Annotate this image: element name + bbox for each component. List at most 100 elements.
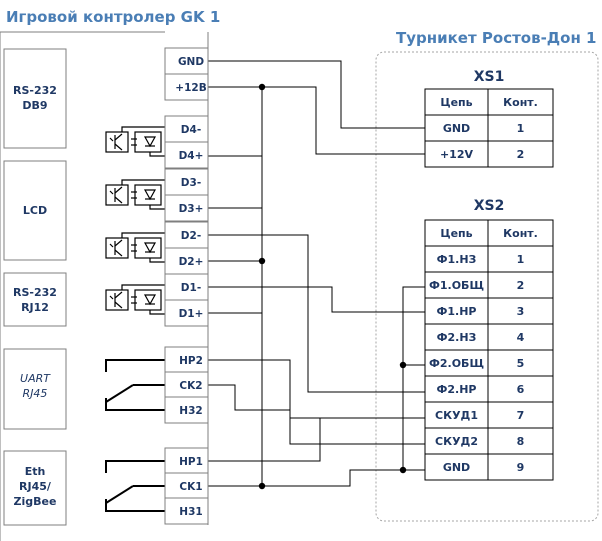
turnstile-frame — [375, 51, 599, 522]
cell-contact: 2 — [517, 148, 525, 161]
pin-ck2: CK2 — [164, 371, 209, 399]
pin-label: CK1 — [179, 481, 202, 493]
module-label: RJ45/ — [19, 480, 52, 493]
optocoupler-icon — [105, 126, 165, 157]
pin-label: D1- — [181, 282, 201, 294]
table-header: Цепь Конт. — [424, 219, 554, 247]
module-label: RS-232 — [13, 286, 57, 299]
pin-column: GND +12B D4- D4+ D3- D3+ D2- D2+ D1- D1+ HP2CK2H32… — [164, 47, 209, 525]
module-label: RS-232 — [13, 84, 57, 97]
xs1-title: XS1 — [474, 69, 505, 85]
cell-circuit: СКУД1 — [435, 409, 478, 422]
table-row: Ф1.ОБЩ 2 — [424, 271, 554, 299]
cell-circuit: Ф1.НЗ — [437, 253, 477, 266]
cell-circuit: Ф2.НР — [436, 383, 476, 396]
table-header: Цепь Конт. — [424, 88, 554, 116]
module-rs232-rj12: RS-232 RJ12 — [3, 272, 67, 327]
cell-contact: Конт. — [503, 227, 538, 240]
cell-contact: 1 — [517, 253, 525, 266]
controller-title: Игровой контролер GK 1 — [6, 8, 220, 26]
table-row: +12V 2 — [424, 140, 554, 168]
xs1-table: Цепь Конт. GND 1 +12V 2 — [424, 88, 554, 168]
cell-circuit: Цепь — [440, 96, 472, 109]
pin-label: D2+ — [179, 256, 204, 268]
pin-d2: D2- — [164, 221, 209, 249]
pin-label: H32 — [179, 405, 202, 417]
cell-circuit: Ф2.ОБЩ — [429, 357, 484, 370]
table-row: СКУД1 7 — [424, 401, 554, 429]
table-row: Ф2.НЗ 4 — [424, 323, 554, 351]
xs2-title: XS2 — [474, 198, 505, 214]
module-label: RJ45 — [23, 387, 48, 400]
table-row: СКУД2 8 — [424, 427, 554, 455]
controller-frame — [0, 31, 165, 541]
pin-d1: D1+ — [164, 299, 209, 327]
pin-ck1: CK1 — [164, 472, 209, 500]
pin-d3: D3+ — [164, 194, 209, 222]
table-row: Ф1.НР 3 — [424, 297, 554, 325]
relay-switch-2 — [105, 359, 165, 411]
cell-circuit: Ф1.ОБЩ — [429, 279, 484, 292]
module-lcd: LCD — [3, 160, 67, 261]
cell-circuit: GND — [443, 122, 470, 135]
cell-contact: 1 — [517, 122, 525, 135]
module-eth-zigbee: Eth RJ45/ ZigBee — [3, 450, 67, 526]
pin-label: D3+ — [179, 203, 204, 215]
optocoupler-icon — [105, 284, 165, 315]
cell-circuit: GND — [443, 461, 470, 474]
cell-contact: 4 — [517, 331, 525, 344]
cell-circuit: Ф1.НР — [436, 305, 476, 318]
cell-contact: 9 — [517, 461, 525, 474]
module-uart-rj45: UART RJ45 — [3, 348, 67, 430]
wires — [208, 60, 425, 487]
pin-d4: D4- — [164, 115, 209, 143]
cell-contact: Конт. — [503, 96, 538, 109]
pin-h32: H32 — [164, 396, 209, 424]
module-label: Eth — [25, 465, 46, 478]
table-row: GND 1 — [424, 114, 554, 142]
pin-label: HP1 — [179, 456, 203, 468]
pin-hp2: HP2 — [164, 346, 209, 374]
pin-d4: D4+ — [164, 141, 209, 169]
pin-12b: +12B — [164, 73, 209, 101]
module-label: LCD — [23, 204, 47, 217]
pin-label: D3- — [181, 177, 201, 189]
cell-contact: 5 — [517, 357, 525, 370]
pin-label: D1+ — [179, 308, 204, 320]
cell-circuit: Ф2.НЗ — [437, 331, 477, 344]
optocoupler-icon — [105, 179, 165, 210]
cell-circuit: СКУД2 — [435, 435, 478, 448]
module-label: UART — [20, 372, 51, 385]
cell-contact: 2 — [517, 279, 525, 292]
optocoupler-icon — [105, 232, 165, 263]
cell-circuit: Цепь — [440, 227, 472, 240]
cell-circuit: +12V — [440, 148, 474, 161]
pin-label: D2- — [181, 230, 201, 242]
junction-dots — [258, 83, 407, 490]
pin-label: D4- — [181, 124, 201, 136]
pin-label: D4+ — [179, 150, 204, 162]
relay-switch-1 — [105, 460, 165, 512]
cell-contact: 8 — [517, 435, 525, 448]
table-row: Ф2.ОБЩ 5 — [424, 349, 554, 377]
module-rs232-db9: RS-232 DB9 — [3, 48, 67, 149]
turnstile-title: Турникет Ростов-Дон 1 — [396, 29, 597, 47]
pin-hp1: HP1 — [164, 447, 209, 475]
pin-label: H31 — [179, 506, 202, 518]
xs2-table: Цепь Конт. Ф1.НЗ 1Ф1.ОБЩ 2Ф1.НР 3Ф2.НЗ 4Ф2.ОБЩ… — [424, 219, 554, 481]
pin-label: GND — [178, 56, 204, 68]
optocoupler-group — [105, 126, 165, 315]
table-row: GND 9 — [424, 453, 554, 481]
pin-label: HP2 — [179, 355, 203, 367]
pin-d2: D2+ — [164, 247, 209, 275]
pin-h31: H31 — [164, 497, 209, 525]
pin-d3: D3- — [164, 168, 209, 196]
table-row: Ф1.НЗ 1 — [424, 245, 554, 273]
module-label: ZigBee — [14, 495, 57, 508]
pin-d1: D1- — [164, 273, 209, 301]
cell-contact: 3 — [517, 305, 525, 318]
cell-contact: 7 — [517, 409, 525, 422]
